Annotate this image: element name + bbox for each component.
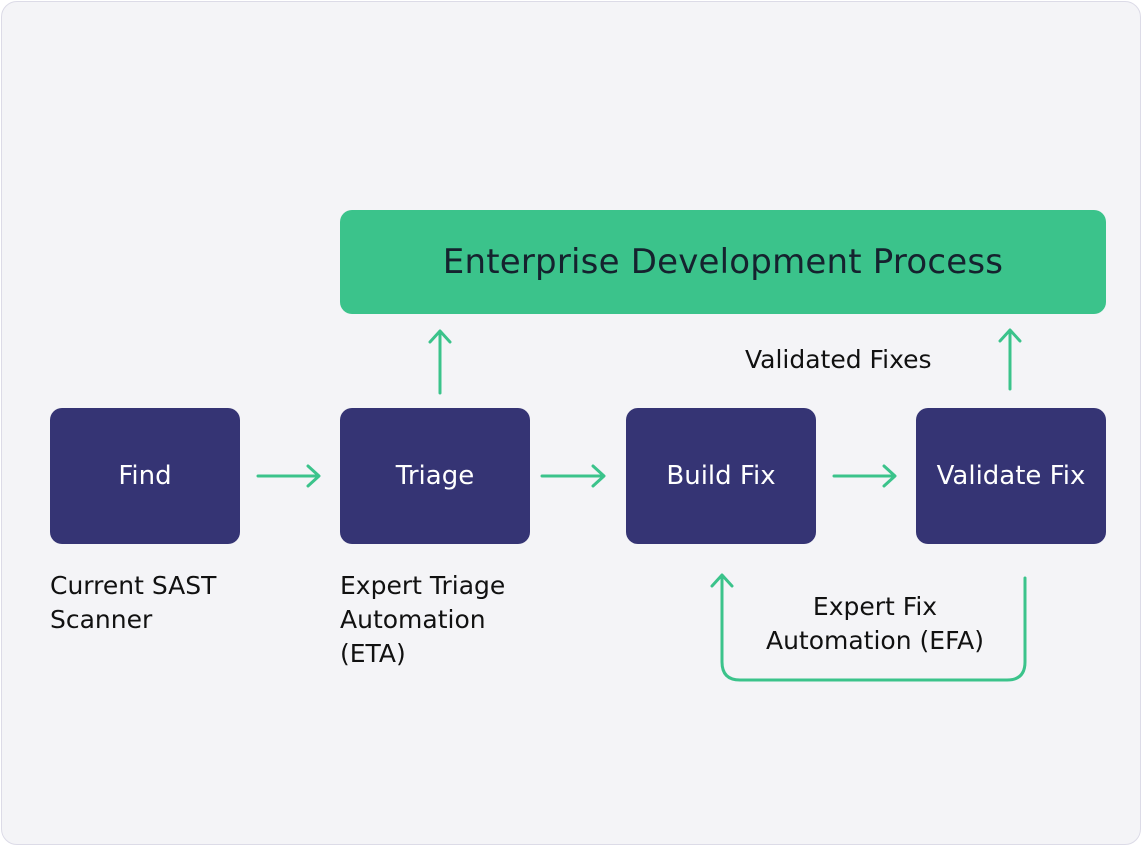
- arrow-up-icon: [998, 328, 1022, 391]
- caption-expert-fix-automation: Expert Fix Automation (EFA): [765, 592, 985, 655]
- arrow-up-icon: [428, 329, 452, 395]
- step-triage: Triage: [340, 408, 530, 544]
- step-build-fix: Build Fix: [626, 408, 816, 544]
- arrow-right-icon: [540, 464, 606, 488]
- arrow-right-icon: [256, 464, 321, 488]
- caption-expert-triage-automation: Expert Triage Automation (ETA): [340, 571, 506, 668]
- step-validate-fix: Validate Fix: [916, 408, 1106, 544]
- caption-current-sast-scanner: Current SAST Scanner: [50, 571, 217, 634]
- enterprise-development-process-banner: Enterprise Development Process: [340, 210, 1106, 314]
- step-find: Find: [50, 408, 240, 544]
- loop-arrow-icon: [710, 573, 1027, 682]
- arrow-right-icon: [832, 464, 897, 488]
- caption-validated-fixes: Validated Fixes: [745, 345, 932, 374]
